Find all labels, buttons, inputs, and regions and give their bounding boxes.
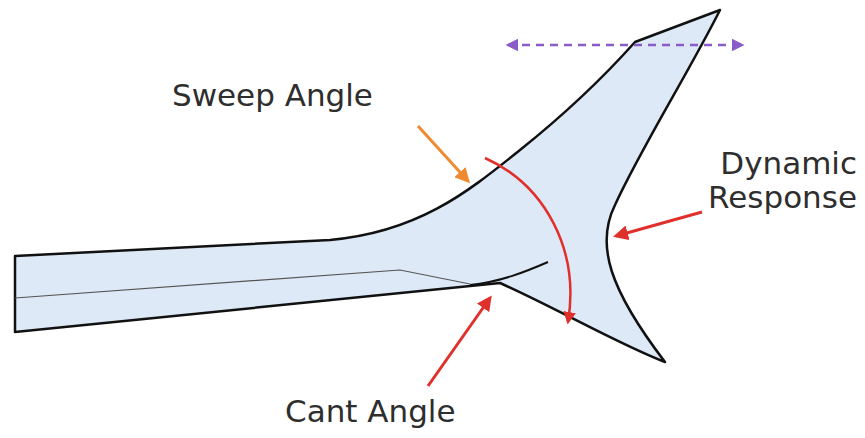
- sweep-angle-label: Sweep Angle: [172, 78, 432, 112]
- cant-angle-label: Cant Angle: [285, 394, 545, 428]
- motion-arrow: [508, 44, 742, 47]
- cant-arc-arrow: [485, 158, 570, 322]
- wing-panel-line: [15, 270, 470, 298]
- junction-line: [470, 262, 548, 285]
- wing-outline: [15, 10, 720, 362]
- dynamic-response-label: Dynamic Response: [672, 146, 857, 214]
- sweep-leader: [418, 126, 468, 181]
- cant-leader: [428, 298, 490, 386]
- dynamic-leader: [616, 212, 702, 236]
